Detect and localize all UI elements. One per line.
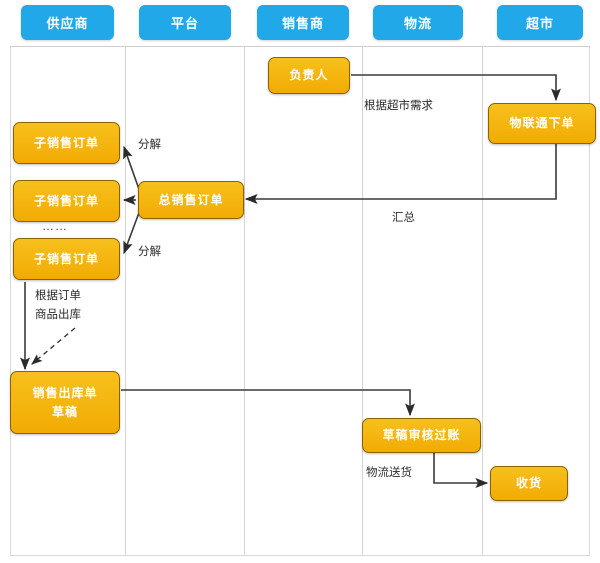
- node-iot-order[interactable]: 物联通下单: [488, 103, 596, 144]
- edge-label-per-supermarket-demand: 根据超市需求: [364, 100, 433, 112]
- node-sales-outbound-line1: 销售出库单: [32, 385, 98, 400]
- node-sub-order-1[interactable]: 子销售订单: [13, 122, 120, 164]
- lane-header-platform[interactable]: 平台: [139, 5, 231, 40]
- edge-label-summarize: 汇总: [392, 212, 415, 224]
- lane-divider-4: [482, 46, 483, 556]
- lane-header-seller[interactable]: 销售商: [257, 5, 349, 40]
- node-sales-outbound[interactable]: 销售出库单 草稿: [10, 371, 120, 434]
- edge-label-decompose-top: 分解: [138, 139, 161, 151]
- lane-header-supermarket[interactable]: 超市: [497, 5, 583, 40]
- lane-header-supplier[interactable]: 供应商: [21, 5, 114, 40]
- lane-divider-3: [362, 46, 363, 556]
- lane-header-logistics[interactable]: 物流: [373, 5, 463, 40]
- node-sub-order-3[interactable]: 子销售订单: [13, 238, 120, 280]
- node-draft-audit[interactable]: 草稿审核过账: [362, 418, 481, 453]
- ellipsis-marker: ……: [42, 219, 68, 233]
- edge-label-logistics-delivery: 物流送货: [366, 467, 412, 479]
- node-total-order[interactable]: 总销售订单: [138, 181, 244, 219]
- lane-divider-1: [125, 46, 126, 556]
- edge-label-decompose-bottom: 分解: [138, 246, 161, 258]
- node-sales-outbound-line2: 草稿: [51, 404, 78, 419]
- node-owner[interactable]: 负责人: [268, 57, 350, 94]
- edge-label-per-order-line2: 商品出库: [35, 309, 81, 321]
- lane-divider-2: [244, 46, 245, 556]
- node-sub-order-2[interactable]: 子销售订单: [13, 180, 120, 222]
- edge-label-per-order-line1: 根据订单: [35, 290, 81, 302]
- node-receive-goods[interactable]: 收货: [490, 466, 568, 501]
